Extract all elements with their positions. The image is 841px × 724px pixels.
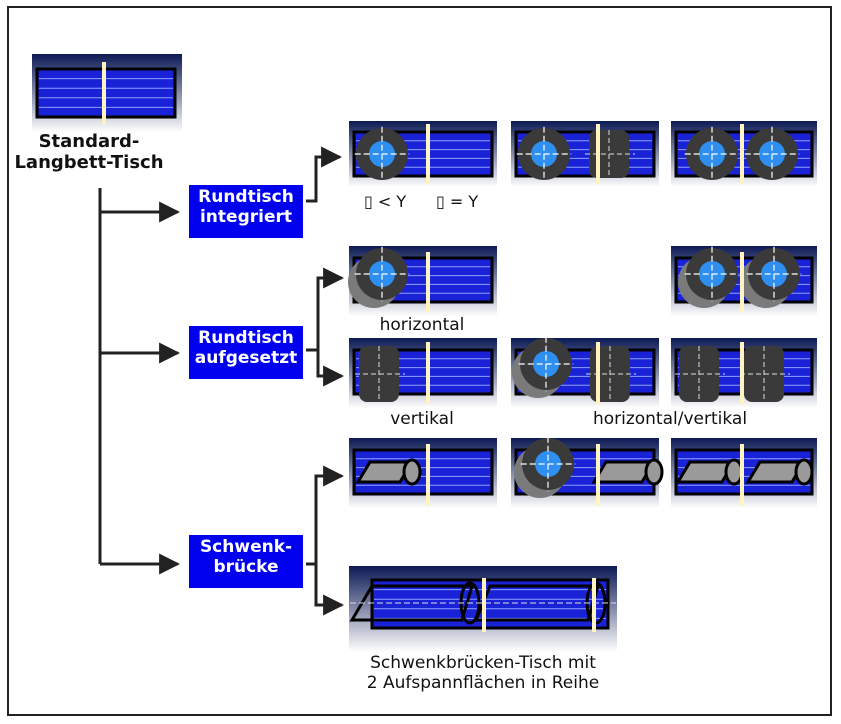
panel-schwenk-2 bbox=[511, 436, 664, 508]
bridge-body-left bbox=[349, 584, 475, 622]
category-line1: Schwenk- bbox=[199, 537, 293, 557]
arrow-integriert-panel bbox=[306, 146, 343, 203]
panel-schwenk-1 bbox=[349, 438, 497, 508]
panel-integriert-2 bbox=[511, 121, 659, 187]
panel-aufgesetzt-hv-2 bbox=[671, 338, 817, 408]
swivel-end bbox=[644, 458, 664, 486]
caption-bridge-line2: 2 Aufspannflächen in Reihe bbox=[366, 672, 600, 693]
panel-schwenkbruecke-reihe bbox=[349, 566, 617, 652]
caption-horizontal-vertikal: horizontal/vertikal bbox=[592, 409, 748, 429]
category-rundtisch-aufgesetzt: Rundtisch aufgesetzt bbox=[189, 326, 303, 379]
legend-less-than: ▯ < Y bbox=[364, 192, 407, 211]
panel-integriert-1 bbox=[349, 121, 497, 187]
category-line2: aufgesetzt bbox=[194, 347, 298, 368]
connector-lines bbox=[98, 146, 345, 616]
arrow-aufgesetzt-horizontal bbox=[306, 267, 345, 352]
caption-bridge-line1: Schwenkbrücken-Tisch mit bbox=[370, 653, 596, 673]
category-line2: integriert bbox=[199, 206, 292, 227]
category-line2: brücke bbox=[213, 556, 279, 577]
category-schwenkbruecke: Schwenk- brücke bbox=[189, 535, 303, 588]
arrow-aufgesetzt-vertikal bbox=[316, 350, 345, 387]
panel-schwenk-3 bbox=[671, 438, 817, 508]
arrow-bruecke-top bbox=[306, 465, 345, 566]
caption-vertikal: vertikal bbox=[390, 409, 454, 429]
panel-integriert-3 bbox=[671, 121, 817, 187]
arrow-bruecke-bottom bbox=[314, 564, 345, 616]
machine-table bbox=[352, 448, 494, 496]
category-line1: Rundtisch bbox=[198, 187, 294, 207]
panel-standard-langbett bbox=[32, 54, 182, 132]
panel-aufgesetzt-horizontal bbox=[348, 246, 497, 316]
swivel-end bbox=[794, 458, 814, 486]
swivel-end bbox=[402, 458, 422, 486]
root-label-line1: Standard- bbox=[38, 131, 140, 152]
panel-aufgesetzt-hv-1 bbox=[511, 336, 659, 408]
caption-horizontal: horizontal bbox=[379, 315, 465, 335]
root-label-line2: Langbett-Tisch bbox=[14, 151, 164, 173]
panel-aufgesetzt-horizontal-2 bbox=[671, 246, 817, 316]
swivel-end bbox=[724, 458, 744, 486]
category-rundtisch-integriert: Rundtisch integriert bbox=[189, 185, 303, 238]
root-label: Standard- Langbett-Tisch bbox=[14, 131, 164, 173]
category-line1: Rundtisch bbox=[198, 328, 294, 348]
caption-bridge: Schwenkbrücken-Tisch mit 2 Aufspannfläch… bbox=[318, 653, 648, 693]
panel-aufgesetzt-vertikal bbox=[349, 338, 497, 408]
legend-equal: ▯ = Y bbox=[436, 192, 479, 211]
